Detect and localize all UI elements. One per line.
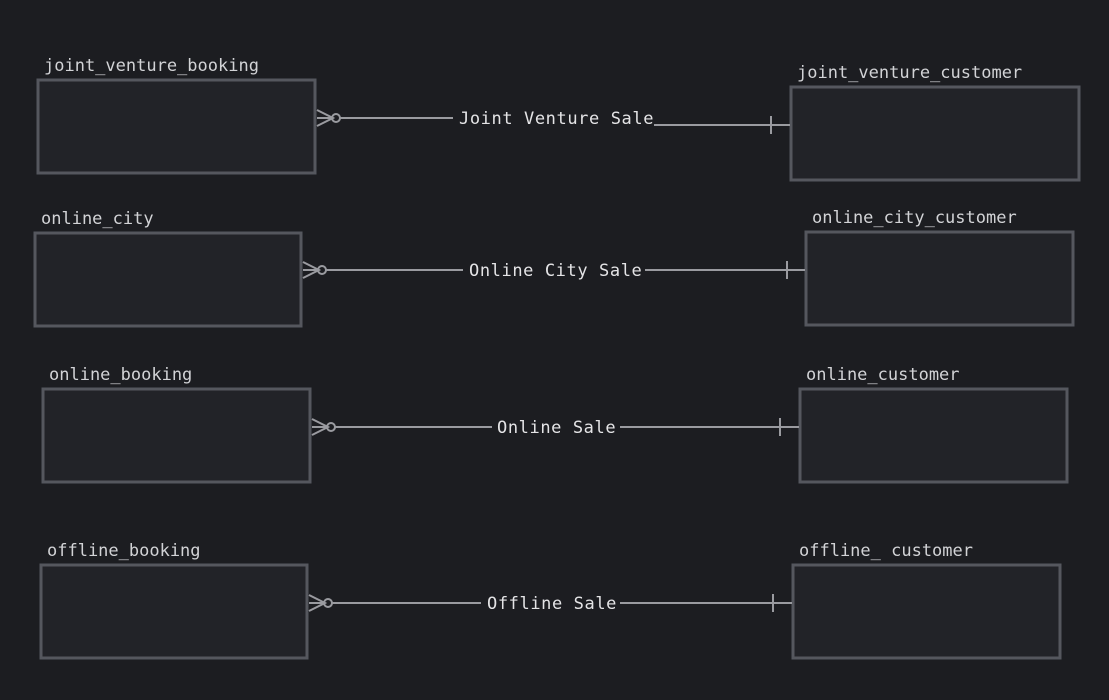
entity-name: joint_venture_booking	[44, 56, 259, 76]
zero-or-many-crowfoot-icon	[316, 109, 341, 127]
entity-left[interactable]: online_city	[33, 209, 303, 328]
entity-right[interactable]: online_customer	[798, 365, 1069, 484]
entity-right[interactable]: online_city_customer	[804, 208, 1075, 327]
entity-left[interactable]: joint_venture_booking	[36, 56, 317, 175]
entity-box[interactable]	[789, 85, 1081, 182]
relationship-label[interactable]: Online Sale	[497, 418, 616, 438]
zero-or-many-crowfoot-icon	[302, 261, 327, 279]
entity-name: offline_ customer	[799, 541, 973, 561]
entity-left[interactable]: offline_booking	[39, 541, 309, 660]
relationship: offline_booking offline_ customerOffline …	[39, 541, 1062, 660]
relationship-label[interactable]: Online City Sale	[469, 261, 642, 281]
zero-or-many-crowfoot-icon	[311, 418, 336, 436]
entity-right[interactable]: joint_venture_customer	[789, 63, 1081, 182]
entity-name: online_booking	[49, 365, 192, 385]
entity-box[interactable]	[33, 231, 303, 328]
entity-right[interactable]: offline_ customer	[791, 541, 1062, 660]
entity-box[interactable]	[36, 78, 317, 175]
relationship-label[interactable]: Joint Venture Sale	[459, 109, 654, 129]
entity-box[interactable]	[39, 563, 309, 660]
entity-box[interactable]	[804, 230, 1075, 327]
entity-name: online_city	[41, 209, 154, 229]
entity-box[interactable]	[41, 387, 312, 484]
entity-box[interactable]	[798, 387, 1069, 484]
entity-name: online_customer	[806, 365, 960, 385]
entity-name: online_city_customer	[812, 208, 1017, 228]
entity-box[interactable]	[791, 563, 1062, 660]
entity-left[interactable]: online_booking	[41, 365, 312, 484]
relationship-label[interactable]: Offline Sale	[487, 594, 617, 614]
relationship: joint_venture_booking joint_venture_custo…	[36, 56, 1081, 182]
entity-name: joint_venture_customer	[797, 63, 1022, 83]
zero-or-many-crowfoot-icon	[308, 594, 333, 612]
entity-name: offline_booking	[47, 541, 201, 561]
